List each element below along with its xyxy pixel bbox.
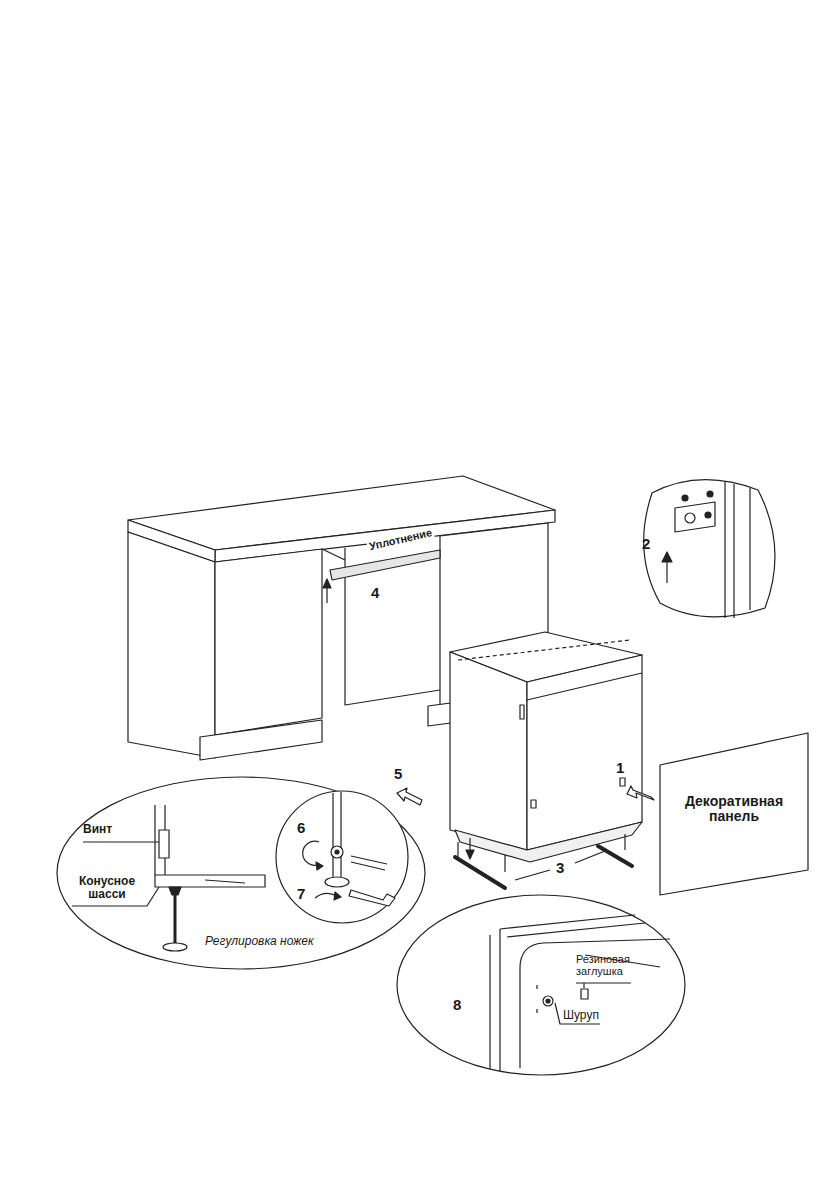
callout-number: 2 (642, 536, 650, 553)
foot (457, 842, 458, 858)
part-label: Конусное шасси (69, 875, 145, 901)
detail-inset: 2 (630, 468, 782, 626)
drawing-part (57, 777, 425, 969)
part-label: Резиновая заглушка (576, 953, 648, 977)
rod (598, 846, 632, 866)
drawing-part (335, 850, 339, 854)
detail-circle: 67 (275, 790, 410, 925)
drawing-part (675, 502, 715, 532)
callout-number: 3 (556, 860, 564, 877)
leader-line (515, 870, 550, 880)
drawing-part (325, 877, 349, 887)
part-label: Шуруп (563, 1009, 599, 1022)
rod (455, 857, 505, 888)
drawing-part (331, 846, 343, 858)
drawing-part (155, 875, 265, 887)
part-label: Винт (83, 823, 112, 836)
callout-number: 5 (394, 766, 402, 783)
drawing-part (490, 929, 500, 1071)
drawing-part (333, 792, 341, 878)
drawing-part (543, 996, 553, 1006)
callout-number: 8 (453, 997, 461, 1014)
hinge (531, 800, 536, 808)
door-screw-inset-outline (395, 893, 687, 1077)
cabinet-plinth (200, 720, 322, 760)
drawing-part (163, 943, 187, 951)
callout-number: 6 (297, 820, 305, 837)
decorative-panel: Декоративная панель (658, 730, 810, 898)
drawing-part (662, 552, 672, 562)
drawing-part (666, 560, 667, 583)
foot (624, 834, 625, 850)
panel-label: Декоративная панель (668, 794, 800, 825)
detail-inset-outline (630, 468, 782, 626)
arrow-5 (397, 788, 422, 805)
inset-caption: Регулировка ножек (205, 935, 314, 948)
cabinet-side (128, 532, 215, 758)
callout-number: 7 (297, 886, 305, 903)
drawing-part (349, 890, 395, 906)
callout-number: 4 (371, 585, 379, 602)
control-strip (527, 673, 642, 700)
arrow-head (323, 579, 331, 588)
drawing-part (303, 841, 320, 865)
drawing-part (500, 915, 645, 937)
leader-line (575, 851, 605, 863)
feet-adjustment-inset: ВинтКонусное шассиРегулировка ножек67 (55, 775, 427, 971)
drawing-part (334, 892, 341, 900)
drawing-part (316, 862, 323, 870)
drawing-part (276, 791, 408, 923)
drawing-part (685, 513, 695, 523)
drawing-part (644, 480, 775, 617)
drawing-part (555, 1003, 600, 1024)
drawing-part (83, 841, 159, 842)
drawing-part (315, 893, 337, 898)
drawing-part (725, 482, 750, 618)
drawing-part (546, 999, 550, 1003)
drawing-part (205, 880, 245, 883)
drawing-part (174, 895, 177, 943)
cabinet-front (215, 549, 322, 735)
seal-tape (330, 550, 440, 580)
door-catch (520, 705, 524, 719)
drawing-part (536, 985, 537, 1013)
drawing-part (707, 491, 713, 497)
drawing-part (169, 887, 181, 895)
drawing-part (581, 989, 588, 999)
opening-edge (322, 549, 345, 560)
drawing-part (660, 733, 808, 895)
arrow-head (466, 850, 474, 859)
door-screw-inset: 8 Резиновая заглушкаШуруп (395, 893, 687, 1077)
hinge (620, 778, 625, 786)
top-rail (458, 640, 630, 660)
callout-number: 1 (616, 760, 624, 777)
dishwasher-door (527, 655, 642, 850)
drawing-part (159, 830, 169, 858)
arrow-1 (627, 786, 654, 800)
drawing-part (705, 512, 711, 518)
drawing-part (351, 856, 387, 870)
foot (504, 855, 505, 872)
detail-circle-outline (275, 790, 410, 925)
drawing-part (397, 895, 685, 1075)
drawing-part (576, 983, 631, 988)
drawing-part (682, 495, 688, 501)
dishwasher-side (450, 652, 527, 850)
drawing-part (520, 939, 670, 1068)
